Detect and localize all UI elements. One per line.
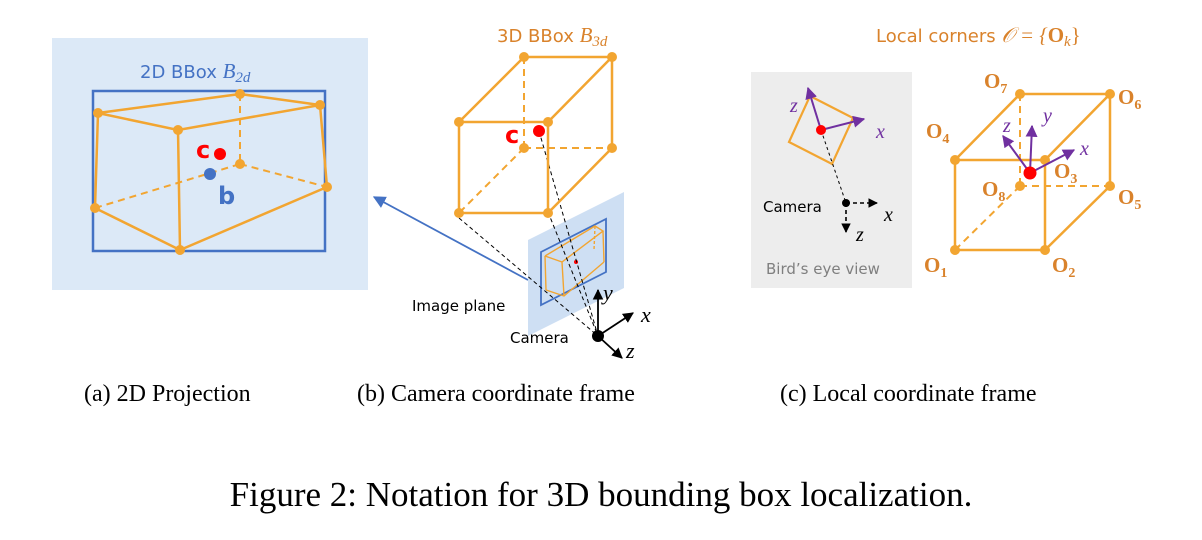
- local-z-label: z: [1002, 115, 1011, 137]
- projection-link-arrow: [372, 196, 529, 281]
- figure-caption: Figure 2: Notation for 3D bounding box l…: [230, 475, 973, 514]
- bev-local-z-label: z: [789, 95, 798, 117]
- corner-label-o6: O6: [1118, 85, 1141, 113]
- cube-3d-solid-edges: [457, 55, 614, 215]
- local-x-label: x: [1079, 138, 1089, 160]
- image-plane-cube: [544, 225, 605, 297]
- image-plane-center-dot: [574, 260, 578, 264]
- panel-a-caption: (a) 2D Projection: [84, 381, 251, 407]
- corner-label-o4: O4: [926, 119, 949, 147]
- bev-camera-z-label: z: [855, 224, 864, 246]
- local-z-axis: [1002, 135, 1031, 174]
- bev-local-z-axis: [805, 86, 822, 131]
- panel-a-2d-projection: 2D BBox B2d: [52, 38, 368, 407]
- camera-origin-dot: [592, 330, 604, 342]
- panel-c-local-frame: Local corners 𝒪 = {Ok} z x Camera x z Bi…: [751, 23, 1141, 407]
- bev-camera-ray: [820, 129, 847, 204]
- panel-b-title: 3D BBox B3d: [497, 23, 608, 50]
- panel-a-background: [52, 38, 368, 290]
- camera-axis-z-label: z: [625, 338, 635, 363]
- local-x-axis: [1029, 149, 1076, 174]
- projected-center-c-dot: [214, 148, 226, 160]
- camera-axes: [592, 288, 634, 359]
- local-center-dot: [1023, 166, 1037, 180]
- cube-3d-center-label: c: [505, 121, 519, 149]
- corner-label-o1: O1: [924, 253, 947, 281]
- bbox-center-b-label: b: [218, 182, 235, 210]
- panel-b-caption: (b) Camera coordinate frame: [357, 381, 635, 407]
- corner-label-o7: O7: [984, 69, 1007, 97]
- projected-center-c-label: c: [196, 136, 210, 164]
- corner-label-o2: O2: [1052, 253, 1075, 281]
- corner-labels: O7 O6 O4 O3 O8 O5 O1 O2: [924, 69, 1141, 281]
- bbox-center-b-dot: [204, 168, 216, 180]
- cube-3d-center-dot: [533, 125, 545, 137]
- local-cube-vertices: [950, 89, 1115, 255]
- local-y-label: y: [1041, 105, 1052, 127]
- cube-3d-vertices: [454, 52, 617, 218]
- projected-cube-hidden-edges: [94, 94, 328, 209]
- bev-local-x-axis: [820, 115, 866, 131]
- cube-3d-hidden-edges: [458, 57, 612, 214]
- projected-cube-solid-edges: [93, 92, 329, 252]
- local-cube-hidden-edges: [954, 94, 1110, 251]
- bev-camera-dot: [842, 199, 850, 207]
- bev-local-x-label: x: [875, 121, 885, 143]
- camera-axis-x-label: x: [640, 302, 651, 327]
- corner-label-o3: O3: [1054, 159, 1077, 187]
- bev-title: Bird’s eye view: [766, 260, 880, 278]
- projected-cube-vertices: [90, 89, 332, 255]
- corner-label-o5: O5: [1118, 185, 1141, 213]
- local-cube-solid-edges: [953, 92, 1112, 252]
- camera-axis-y-label: y: [601, 280, 613, 305]
- panel-a-title: 2D BBox B2d: [140, 59, 251, 86]
- local-y-axis: [1025, 124, 1038, 174]
- panel-c-caption: (c) Local coordinate frame: [780, 381, 1037, 407]
- panel-b-camera-frame: 3D BBox B3d: [357, 23, 651, 407]
- corner-label-o8: O8: [982, 177, 1005, 205]
- bev-box: [787, 94, 855, 166]
- camera-label: Camera: [510, 329, 569, 347]
- bev-camera-label: Camera: [763, 198, 822, 216]
- bev-center-dot: [816, 125, 826, 135]
- bev-background: [751, 72, 912, 288]
- image-plane-label: Image plane: [412, 297, 505, 315]
- panel-c-title: Local corners 𝒪 = {Ok}: [876, 23, 1081, 50]
- bev-camera-x-label: x: [883, 204, 893, 226]
